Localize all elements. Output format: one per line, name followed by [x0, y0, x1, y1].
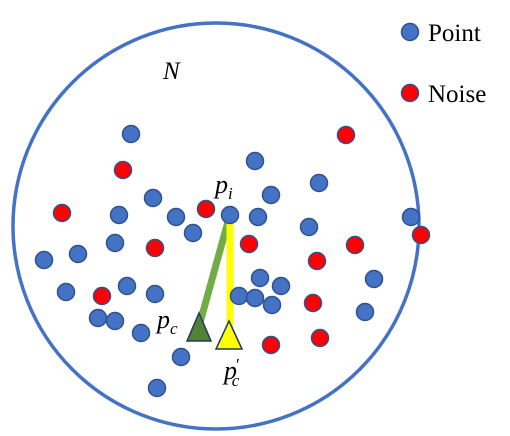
neighborhood-boundary [11, 21, 421, 431]
noise-marker [310, 328, 330, 348]
noise-marker [303, 293, 323, 313]
point-marker [229, 286, 249, 306]
legend: Point Noise [400, 20, 486, 108]
noise-marker [52, 203, 72, 223]
point-marker [105, 311, 125, 331]
pi-to-pc-line [194, 217, 233, 331]
noise-marker [92, 286, 112, 306]
point-marker [147, 378, 167, 398]
point-marker [34, 250, 54, 270]
point-marker [401, 207, 421, 227]
point-marker [245, 288, 265, 308]
pc-marker [185, 311, 213, 342]
noise-marker [145, 238, 165, 258]
point-marker [88, 308, 108, 328]
point-marker [131, 323, 151, 343]
legend-point-icon [400, 22, 420, 42]
point-marker [261, 185, 281, 205]
point-marker [166, 207, 186, 227]
point-marker [68, 244, 88, 264]
noise-marker [239, 234, 259, 254]
point-marker [121, 124, 141, 144]
point-marker [171, 347, 191, 367]
pcprime-label: p′c [222, 355, 240, 390]
noise-marker [411, 225, 431, 245]
legend-noise-icon [400, 83, 420, 103]
point-marker [220, 205, 240, 225]
point-marker [355, 302, 375, 322]
point-marker [56, 282, 76, 302]
region-label-n: N [162, 58, 181, 85]
point-marker [271, 276, 291, 296]
legend-point-label: Point [428, 20, 481, 47]
noise-marker [261, 335, 281, 355]
noise-marker [345, 235, 365, 255]
legend-noise-label: Noise [428, 81, 486, 108]
point-marker [250, 268, 270, 288]
point-marker [309, 173, 329, 193]
noise-marker [307, 251, 327, 271]
noise-marker [196, 199, 216, 219]
noise-marker [336, 125, 356, 145]
point-marker [143, 188, 163, 208]
point-marker [145, 284, 165, 304]
points-layer [34, 124, 421, 398]
point-marker [364, 269, 384, 289]
point-marker [262, 295, 282, 315]
pc-label: pc [155, 305, 178, 338]
noise-layer [52, 125, 431, 355]
pcprime-marker [214, 319, 244, 350]
point-marker [299, 217, 319, 237]
point-marker [183, 223, 203, 243]
point-marker [117, 276, 137, 296]
point-marker [245, 151, 265, 171]
noise-marker [113, 160, 133, 180]
pi-label: pi [213, 170, 233, 203]
point-marker [105, 233, 125, 253]
point-marker [248, 207, 268, 227]
point-marker [109, 205, 129, 225]
